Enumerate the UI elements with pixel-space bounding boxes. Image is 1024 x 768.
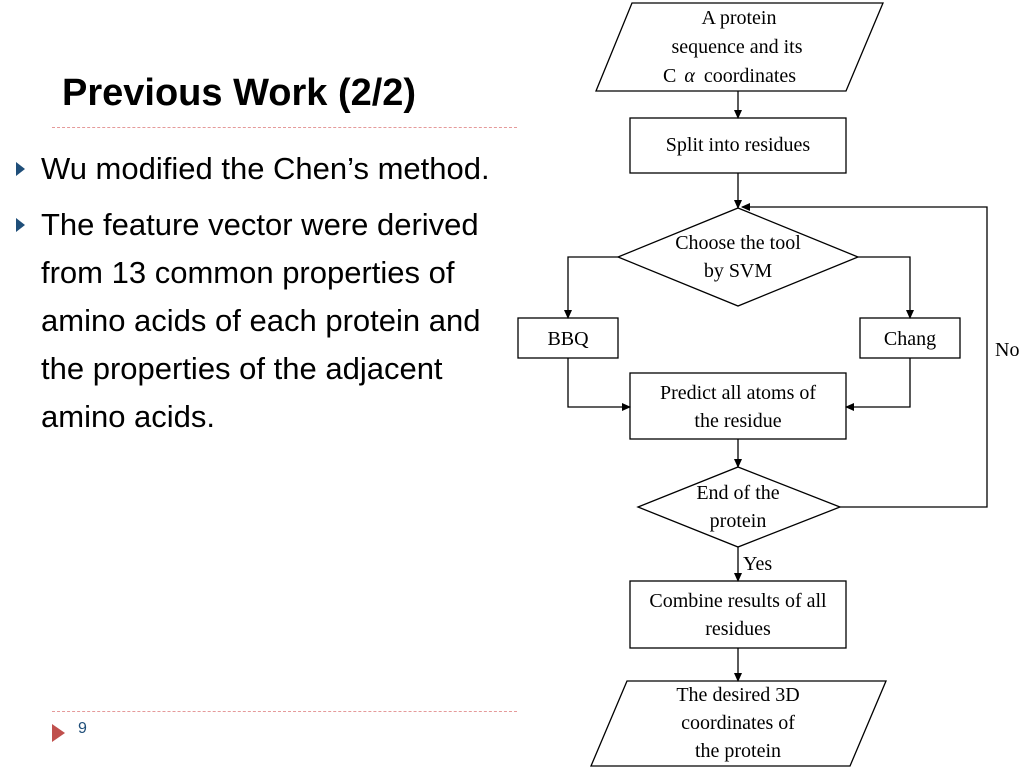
input-label-c: C xyxy=(663,65,676,87)
output-label-line1: The desired 3D xyxy=(676,684,799,706)
end-decision-node xyxy=(636,466,842,548)
bullet-item: Wu modified the Chen’s method. xyxy=(14,145,504,193)
bullet-arrow-icon xyxy=(16,218,25,232)
input-node xyxy=(595,2,884,92)
page-number: 9 xyxy=(78,720,87,737)
bullet-list: Wu modified the Chen’s method. The featu… xyxy=(14,145,504,449)
no-label: No xyxy=(995,339,1019,361)
end-label-line1: End of the xyxy=(696,482,779,504)
arrow-bbq-to-predict xyxy=(567,358,631,411)
slide-title: Previous Work (2/2) xyxy=(62,72,417,114)
arrow-chang-to-predict xyxy=(845,358,911,411)
arrow-end-loop-back xyxy=(741,203,988,508)
split-label: Split into residues xyxy=(666,134,811,156)
bullet-item: The feature vector were derived from 13 … xyxy=(14,201,504,441)
choose-label-line2: by SVM xyxy=(704,260,773,282)
combine-label-line2: residues xyxy=(705,618,771,640)
input-label-coords: coordinates xyxy=(699,65,796,87)
combine-node xyxy=(629,580,847,649)
predict-label-line1: Predict all atoms of xyxy=(660,382,816,404)
alpha-symbol: α xyxy=(684,65,695,87)
yes-label: Yes xyxy=(743,553,772,575)
chang-node xyxy=(859,317,961,359)
output-label-line2: coordinates of xyxy=(681,712,795,734)
page-marker-icon xyxy=(52,724,65,742)
input-label-line1: A protein xyxy=(702,7,777,29)
split-node xyxy=(629,117,847,174)
arrow-choose-to-bbq xyxy=(564,256,618,319)
combine-label-line1: Combine results of all xyxy=(649,590,827,612)
chang-label: Chang xyxy=(884,328,936,350)
bbq-label: BBQ xyxy=(547,328,589,350)
footer-divider xyxy=(52,711,517,712)
title-divider xyxy=(52,127,517,128)
choose-decision-node xyxy=(616,207,860,307)
arrow-choose-to-chang xyxy=(858,256,914,319)
bullet-arrow-icon xyxy=(16,162,25,176)
input-label-line2: sequence and its xyxy=(671,36,802,58)
end-label-line2: protein xyxy=(710,510,767,532)
output-label-line3: the protein xyxy=(695,740,781,762)
choose-label-line1: Choose the tool xyxy=(675,232,801,254)
output-node xyxy=(590,680,887,767)
bullet-text: Wu modified the Chen’s method. xyxy=(41,151,490,186)
bullet-text: The feature vector were derived from 13 … xyxy=(41,207,481,434)
predict-label-line2: the residue xyxy=(694,410,781,432)
